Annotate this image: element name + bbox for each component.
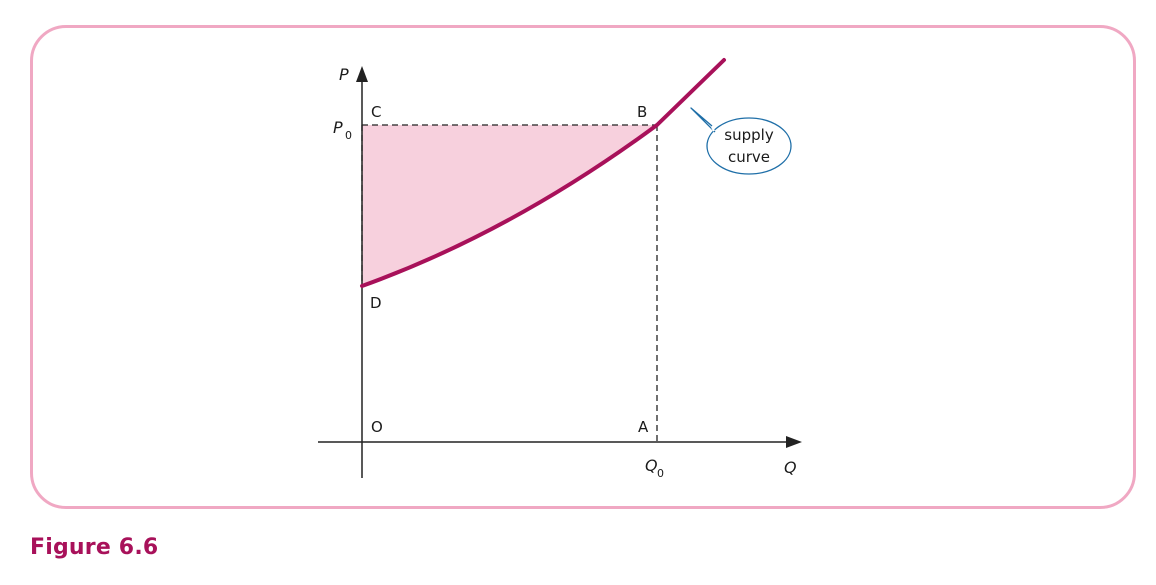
- x-axis-arrow: [786, 436, 802, 448]
- price-p0-label: P: [333, 118, 343, 137]
- callout-line1: supply: [724, 126, 774, 144]
- point-c-label: C: [371, 103, 381, 121]
- callout-line2: curve: [728, 148, 770, 166]
- y-axis-arrow: [356, 66, 368, 82]
- figure-frame: [30, 25, 1136, 509]
- y-axis-label: P: [339, 65, 349, 84]
- price-p0-subscript: 0: [345, 129, 352, 142]
- figure-caption: Figure 6.6: [30, 535, 159, 560]
- callout-pointer: [690, 107, 716, 133]
- point-d-label: D: [370, 294, 382, 312]
- shaded-area-cbd: [362, 125, 657, 286]
- supply-curve-callout: [706, 117, 792, 175]
- point-o-label: O: [371, 418, 383, 436]
- x-axis-label: Q: [784, 458, 797, 477]
- quantity-q0-subscript: 0: [657, 467, 664, 480]
- point-a-label: A: [638, 418, 649, 436]
- point-b-label: B: [637, 103, 647, 121]
- supply-curve: [360, 58, 726, 288]
- quantity-q0-label: Q: [645, 456, 658, 475]
